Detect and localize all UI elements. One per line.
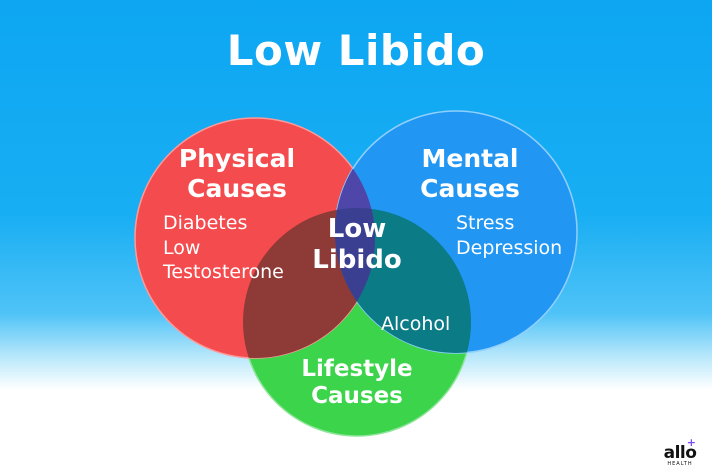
list-item: Depression: [456, 236, 563, 259]
list-item: Diabetes: [163, 212, 248, 234]
plus-icon: +: [686, 436, 696, 449]
physical-items: Diabetes Low Testosterone: [163, 211, 284, 285]
alcohol-item: Alcohol: [381, 313, 451, 335]
mental-items: Stress Depression: [456, 211, 562, 260]
diagram-title: Low Libido: [226, 26, 486, 75]
physical-causes-label: Physical Causes: [178, 144, 296, 203]
center-label: Low Libido: [312, 214, 402, 275]
list-item: Testosterone: [163, 261, 284, 284]
brand-logo: + allo HEALTH: [663, 436, 697, 467]
mental-causes-label: Mental Causes: [420, 144, 520, 203]
lifestyle-causes-label: Lifestyle Causes: [301, 356, 413, 410]
list-item: Low: [163, 236, 201, 259]
list-item: Stress: [456, 212, 515, 234]
